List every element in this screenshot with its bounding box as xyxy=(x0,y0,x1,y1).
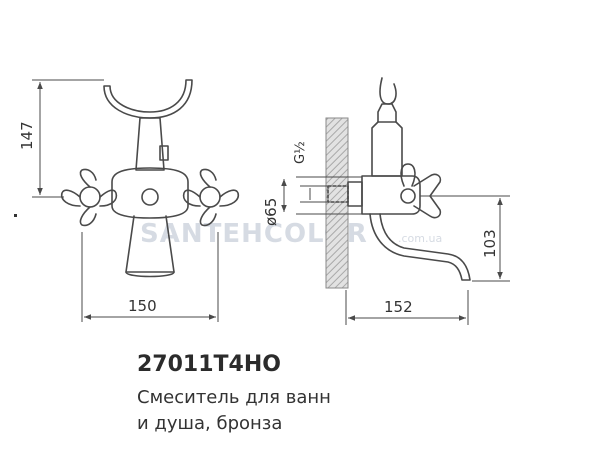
body-center xyxy=(111,167,189,219)
body-center-boss xyxy=(141,188,159,206)
body-neck xyxy=(135,117,165,171)
column-body xyxy=(371,121,403,177)
wall-section xyxy=(325,117,349,289)
stray-mark xyxy=(14,214,17,217)
technical-drawing: SANTEHCOLOR .com.ua xyxy=(18,77,510,325)
dim-label-thread: G½ xyxy=(293,141,308,164)
diverter-knob xyxy=(159,145,169,161)
dim-label-width: 150 xyxy=(128,297,157,315)
shower-cradle xyxy=(103,79,193,119)
left-cross-handle xyxy=(60,168,118,227)
dim-label-height: 147 xyxy=(18,121,36,150)
front-view xyxy=(60,79,240,278)
handle-top-arm xyxy=(400,163,416,187)
product-description: Смеситель для ванн и душа, бронза xyxy=(137,385,373,437)
handle-hub xyxy=(400,188,416,204)
description-line-1: Смеситель для ванн xyxy=(137,387,331,408)
wall-nut xyxy=(347,181,363,207)
column-top xyxy=(377,103,397,123)
dim-label-reach: 152 xyxy=(384,298,413,316)
dim-label-spout-height: 103 xyxy=(481,229,499,258)
description-line-2: и душа, бронза xyxy=(137,413,283,434)
spout-side xyxy=(369,213,471,281)
thread-connection xyxy=(327,185,349,203)
side-view: ø65 G½ 152 103 xyxy=(262,77,510,325)
dim-label-diameter: ø65 xyxy=(262,198,280,226)
shower-hook xyxy=(379,77,397,105)
front-dimensions xyxy=(32,79,219,322)
body-block xyxy=(361,175,421,215)
right-cross-handle xyxy=(182,168,240,227)
watermark-domain: .com.ua xyxy=(398,232,442,245)
product-code: 27011Т4НО xyxy=(137,352,281,377)
